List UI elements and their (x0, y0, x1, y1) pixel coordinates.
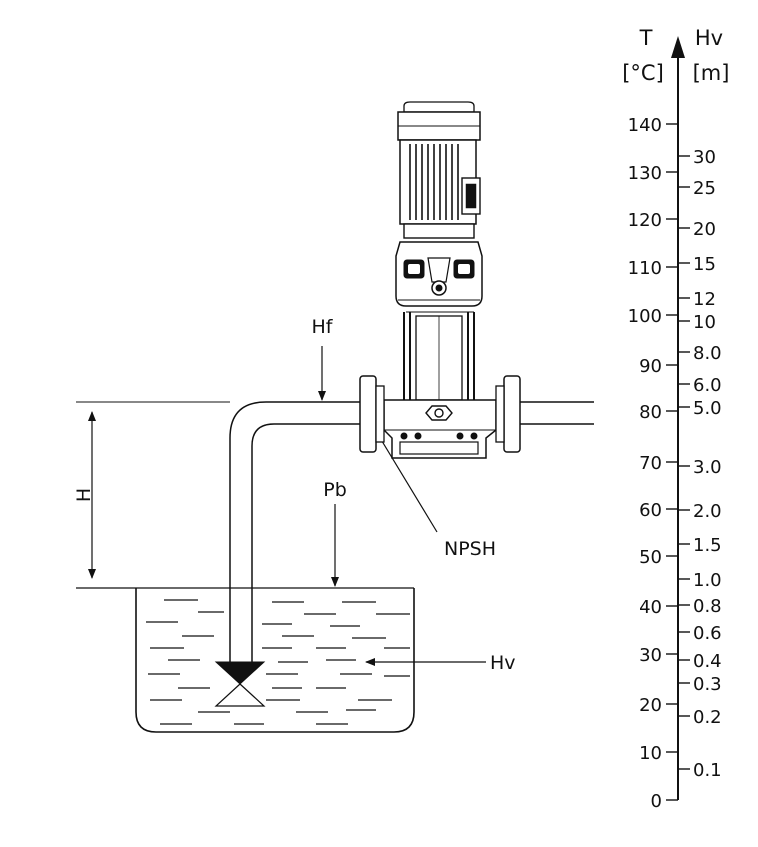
temperature-tick-label: 120 (628, 210, 662, 231)
hv-tick-label: 30 (693, 147, 716, 168)
hv-tick-label: 15 (693, 254, 716, 275)
hv-tick-label: 8.0 (693, 343, 722, 364)
hv-tick-label: 0.1 (693, 760, 722, 781)
temperature-tick-label: 30 (639, 645, 662, 666)
hv-tick-label: 10 (693, 312, 716, 333)
hv-tick-label: 0.2 (693, 707, 722, 728)
temperature-tick-label: 50 (639, 547, 662, 568)
hv-tick-label: 5.0 (693, 398, 722, 419)
temperature-tick-label: 60 (639, 500, 662, 521)
suction-pipe (229, 401, 594, 662)
hv-tick-label: 25 (693, 178, 716, 199)
hv-tick-label: 0.8 (693, 596, 722, 617)
t-symbol: T (639, 26, 653, 50)
temperature-tick-label: 80 (639, 402, 662, 423)
temperature-tick-label: 130 (628, 163, 662, 184)
temperature-tick-label: 20 (639, 695, 662, 716)
temperature-tick-label: 110 (628, 258, 662, 279)
hv-tick-label: 6.0 (693, 375, 722, 396)
temperature-tick-label: 140 (628, 115, 662, 136)
temperature-tick-label: 40 (639, 597, 662, 618)
h-label: H (73, 488, 95, 502)
t-unit: [°C] (622, 61, 664, 85)
hv-tick-label: 1.0 (693, 570, 722, 591)
hv-tick-label: 12 (693, 289, 716, 310)
hv-label: Hv (490, 652, 516, 674)
liquid-dashes (146, 599, 410, 725)
hv-symbol: Hv (695, 26, 723, 50)
hv-tick-label: 0.6 (693, 623, 722, 644)
hf-label: Hf (312, 316, 334, 338)
hv-unit: [m] (693, 61, 730, 85)
hv-tick-label: 0.3 (693, 674, 722, 695)
temperature-vapor-pressure-scale: 1401301201101009080706050403020100302520… (628, 36, 722, 812)
hv-tick-label: 0.4 (693, 651, 722, 672)
hv-tick-label: 3.0 (693, 457, 722, 478)
scale-arrow-icon (671, 36, 685, 58)
npsh-label: NPSH (444, 538, 496, 560)
hv-tick-label: 1.5 (693, 535, 722, 556)
temperature-tick-label: 100 (628, 306, 662, 327)
pb-label: Pb (323, 479, 347, 501)
vertical-pump-icon (359, 101, 521, 459)
temperature-tick-label: 70 (639, 453, 662, 474)
liquid-tank (76, 587, 415, 733)
temperature-tick-label: 0 (651, 791, 662, 812)
hv-tick-label: 2.0 (693, 501, 722, 522)
h-dimension (76, 401, 230, 579)
hv-tick-label: 20 (693, 219, 716, 240)
temperature-tick-label: 90 (639, 356, 662, 377)
temperature-tick-label: 10 (639, 743, 662, 764)
foot-valve-icon (214, 661, 266, 707)
